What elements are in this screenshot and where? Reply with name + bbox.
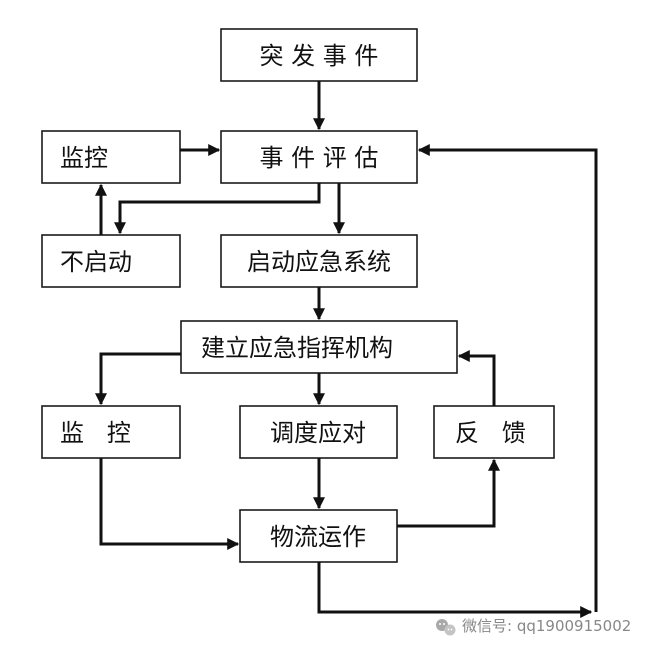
arrow-logistics-to-loop (317, 562, 593, 618)
node-not-activated: 不启动 (41, 234, 181, 288)
node-feedback: 反 馈 (433, 405, 555, 459)
arrow-loop-to-assessment (417, 144, 598, 612)
arrow-feedback-to-command (457, 350, 496, 406)
node-dispatch-label: 调度应对 (270, 419, 366, 447)
node-monitor-top: 监控 (41, 130, 181, 184)
node-activate-system-label: 启动应急系统 (247, 248, 391, 276)
node-command-org: 建立应急指挥机构 (180, 320, 458, 374)
node-emergency-event-label: 突 发 事 件 (260, 42, 379, 70)
node-emergency-event: 突 发 事 件 (220, 28, 418, 82)
node-command-org-label: 建立应急指挥机构 (201, 334, 393, 362)
node-monitor-bottom-label: 监 控 (60, 419, 131, 447)
node-logistics-label: 物流运作 (270, 523, 366, 551)
watermark-text: 微信号: qq1900915002 (462, 617, 631, 635)
node-monitor-bottom: 监 控 (41, 405, 181, 459)
arrow-monitor-to-logistics (99, 458, 240, 550)
node-monitor-top-label: 监控 (60, 144, 108, 172)
node-activate-system: 启动应急系统 (220, 234, 418, 288)
watermark: 微信号: qq1900915002 (436, 617, 631, 636)
arrow-assessment-to-not-activated (114, 183, 321, 235)
node-logistics: 物流运作 (239, 509, 398, 563)
node-feedback-label: 反 馈 (455, 419, 526, 447)
arrow-logistics-to-feedback (397, 458, 500, 528)
arrow-command-to-monitor (95, 352, 181, 406)
node-event-assessment: 事 件 评 估 (220, 130, 418, 184)
node-not-activated-label: 不启动 (60, 248, 132, 276)
wechat-icon (436, 619, 456, 636)
node-event-assessment-label: 事 件 评 估 (260, 144, 379, 172)
node-dispatch: 调度应对 (239, 405, 398, 459)
